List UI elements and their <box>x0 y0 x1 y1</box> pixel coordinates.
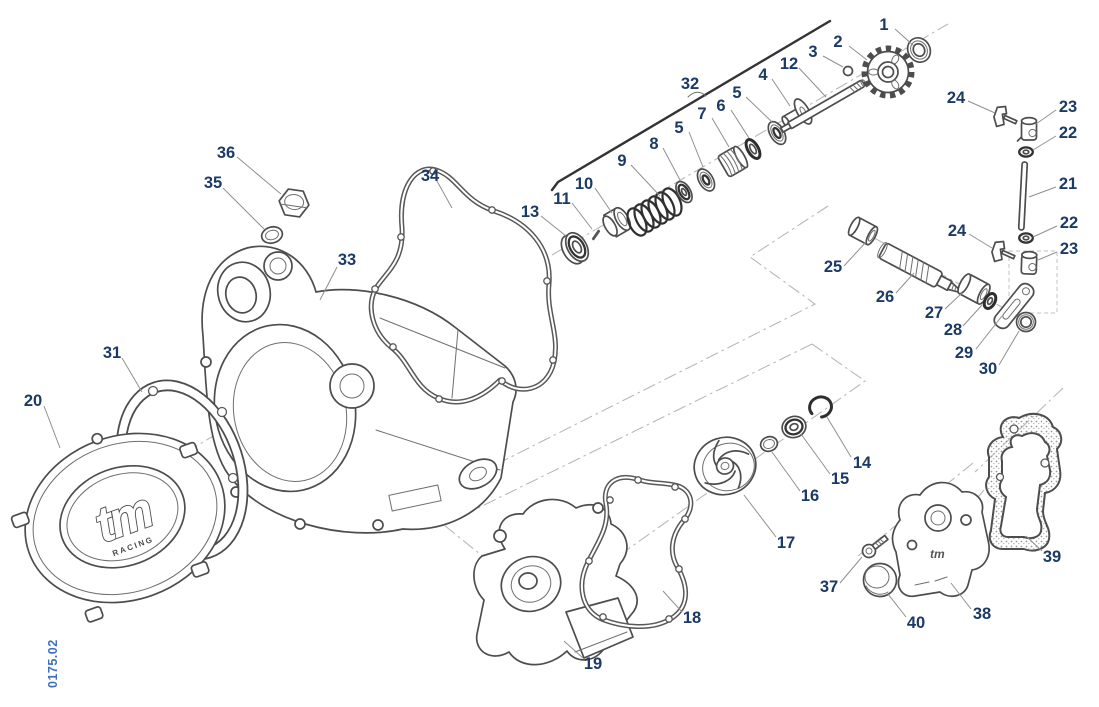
callout-37: 37 <box>819 577 839 596</box>
callout-16: 16 <box>800 486 820 505</box>
part-pushrod-32 <box>550 19 832 192</box>
part-bushing-27 <box>957 273 991 305</box>
part-washer-6 <box>744 138 762 160</box>
callout-6: 6 <box>716 96 726 115</box>
part-washer-8 <box>675 180 693 204</box>
part-clevis-23-lower <box>1020 250 1038 276</box>
part-bolt-37 <box>861 534 889 559</box>
callout-13: 13 <box>520 202 540 221</box>
part-clutch-case-33 <box>200 245 517 534</box>
part-cap-40 <box>862 562 898 598</box>
brand-logo-tm-small: tm <box>930 547 945 561</box>
callout-25: 25 <box>823 257 843 276</box>
callout-26: 26 <box>875 287 895 306</box>
callout-27: 27 <box>924 303 944 322</box>
callout-28: 28 <box>943 320 963 339</box>
callout-38: 38 <box>972 604 992 623</box>
callout-30: 30 <box>978 359 998 378</box>
callout-35: 35 <box>203 173 223 192</box>
callout-22: 22 <box>1058 123 1078 142</box>
part-roller-25 <box>847 216 879 246</box>
part-seal-15 <box>781 415 807 439</box>
callout-leader-lines <box>43 28 1058 659</box>
callout-5: 5 <box>732 83 742 102</box>
part-pin-11 <box>591 229 601 241</box>
part-bearing-1 <box>906 37 932 63</box>
callout-9: 9 <box>617 151 627 170</box>
part-lever-plate-29 <box>993 282 1035 330</box>
part-washer-22-lower <box>1018 232 1034 244</box>
callout-24: 24 <box>947 221 967 240</box>
part-clutch-cover-20: tm RACING <box>10 432 226 623</box>
part-spring-9 <box>626 187 683 237</box>
part-side-cover-38: tm <box>891 481 990 598</box>
callout-3: 3 <box>808 42 818 61</box>
part-pump-gasket-18 <box>579 475 694 629</box>
callout-18: 18 <box>682 608 702 627</box>
callout-21: 21 <box>1058 174 1078 193</box>
part-washer-22-upper <box>1018 146 1034 158</box>
callout-14: 14 <box>852 453 872 472</box>
callout-11: 11 <box>553 189 571 208</box>
callout-7: 7 <box>697 104 707 123</box>
part-seal-ring-35 <box>260 225 284 245</box>
part-nut-30 <box>1015 311 1037 333</box>
callout-12: 12 <box>779 54 799 73</box>
part-waterpump-shaft-12 <box>779 79 867 133</box>
callout-17: 17 <box>776 533 796 552</box>
callout-31: 31 <box>102 343 122 362</box>
callout-4: 4 <box>758 65 768 84</box>
callout-36: 36 <box>216 143 236 162</box>
callout-5: 5 <box>674 118 684 137</box>
part-clevis-23-upper <box>1016 116 1038 142</box>
part-adjuster-shaft-26 <box>877 242 960 293</box>
part-rod-21 <box>1017 161 1029 231</box>
part-ring-16 <box>759 435 779 453</box>
callout-34: 34 <box>420 166 440 185</box>
part-washer-28 <box>982 292 998 310</box>
part-retainer-cup-10 <box>602 206 632 238</box>
callout-33: 33 <box>337 250 357 269</box>
part-snap-ring-14 <box>808 395 833 419</box>
part-clip-24-lower <box>991 240 1016 263</box>
callout-10: 10 <box>574 174 594 193</box>
callout-8: 8 <box>649 134 659 153</box>
callout-24: 24 <box>946 88 966 107</box>
callout-23: 23 <box>1059 239 1079 258</box>
part-gear-2 <box>861 45 915 99</box>
part-hex-plug-36 <box>278 188 310 218</box>
part-clip-24-upper <box>993 105 1018 128</box>
reference-dashed-box <box>1008 250 1058 314</box>
part-bearing-13 <box>560 231 590 265</box>
callout-32: 32 <box>680 74 700 93</box>
part-threaded-sleeve-7 <box>717 145 749 178</box>
part-pump-housing-19 <box>473 498 638 666</box>
callout-20: 20 <box>23 391 43 410</box>
part-bearing-5b <box>696 168 716 192</box>
callout-39: 39 <box>1042 547 1062 566</box>
callout-19: 19 <box>583 654 603 673</box>
callout-40: 40 <box>906 613 926 632</box>
callout-29: 29 <box>954 343 974 362</box>
part-side-cover-gasket-39 <box>985 412 1063 552</box>
part-impeller-17 <box>693 436 757 496</box>
part-gasket-34 <box>368 166 558 405</box>
callout-15: 15 <box>830 469 850 488</box>
callout-2: 2 <box>833 32 843 51</box>
callout-22: 22 <box>1059 213 1079 232</box>
part-ball-3 <box>842 65 854 77</box>
callout-23: 23 <box>1058 97 1078 116</box>
callout-1: 1 <box>879 15 889 34</box>
doc-code: 0175.02 <box>46 639 60 688</box>
